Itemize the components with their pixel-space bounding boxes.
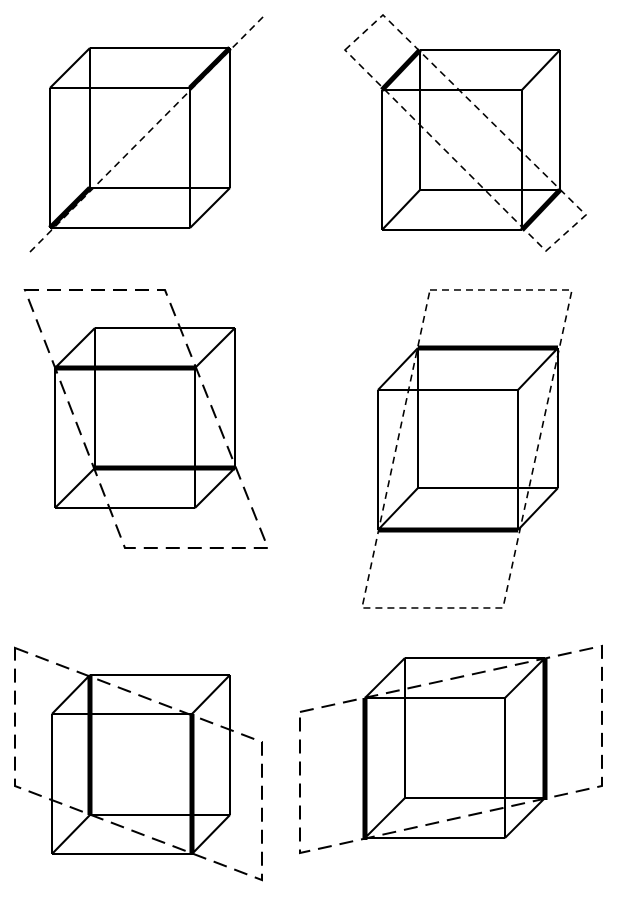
dashed-plane xyxy=(29,14,266,253)
cube-4 xyxy=(361,289,573,609)
cube-depth-edge xyxy=(364,797,406,839)
cube-depth-edge xyxy=(54,467,96,509)
cube-depth-edge xyxy=(517,487,559,531)
dashed-plane xyxy=(14,646,263,882)
highlighted-edge xyxy=(48,186,92,230)
cube-depth-edge xyxy=(54,327,96,369)
highlighted-edge xyxy=(380,48,422,92)
cube-3 xyxy=(23,289,270,549)
cube-depth-edge xyxy=(504,657,546,699)
highlighted-edge xyxy=(188,46,232,90)
cube-6 xyxy=(299,644,603,855)
cube-depth-edge xyxy=(517,347,559,391)
cube-depth-edge xyxy=(189,187,231,229)
cube-depth-edge xyxy=(51,814,91,855)
cube-1 xyxy=(29,14,266,253)
highlighted-edge xyxy=(520,188,562,232)
cube-5 xyxy=(14,646,263,882)
dashed-plane xyxy=(23,289,270,549)
cube-depth-edge xyxy=(49,47,91,89)
cube-depth-edge xyxy=(51,674,91,715)
cube-depth-edge xyxy=(377,487,419,531)
dashed-plane xyxy=(299,644,603,855)
cube-depth-edge xyxy=(381,189,421,231)
dashed-plane xyxy=(343,13,588,253)
cube-depth-edge xyxy=(191,674,231,715)
cube-depth-edge xyxy=(504,797,546,839)
cube-depth-edge xyxy=(194,327,236,369)
cube-depth-edge xyxy=(191,814,231,855)
cube-depth-edge xyxy=(194,467,236,509)
cube-depth-edge xyxy=(364,657,406,699)
cube-2 xyxy=(343,13,588,253)
cube-depth-edge xyxy=(521,49,561,91)
dashed-plane xyxy=(361,289,573,609)
cube-depth-edge xyxy=(377,347,419,391)
